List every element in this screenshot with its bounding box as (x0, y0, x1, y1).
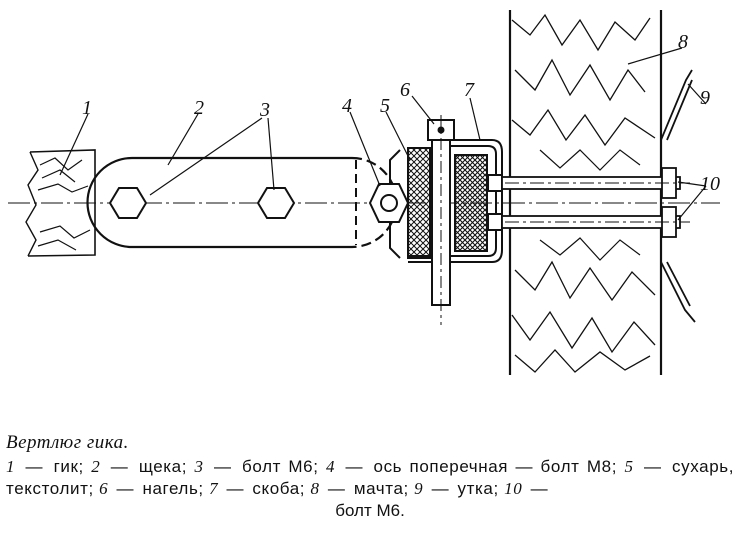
callout-5: 5 (380, 95, 390, 117)
figure-caption: Вертлюг гика. 1 — гик; 2 — щека; 3 — бол… (6, 432, 734, 522)
callout-3: 3 (259, 99, 270, 121)
legend-number: 5 (624, 457, 634, 476)
legend-text: мачта; (353, 479, 409, 498)
legend-number: 8 (310, 479, 320, 498)
legend-number: 3 (194, 457, 204, 476)
legend-number: 7 (209, 479, 219, 498)
textolite-block (407, 147, 488, 259)
boom-swivel-drawing: 1 2 3 4 5 6 7 8 9 10 (8, 10, 720, 375)
callout-6: 6 (400, 79, 410, 101)
legend-number: 9 (414, 479, 424, 498)
leader-lines (59, 47, 707, 221)
callout-10: 10 (700, 173, 720, 195)
caption-legend-last: болт М6. (6, 500, 734, 522)
bolt-m6-right (256, 187, 296, 219)
caption-title: Вертлюг гика. (6, 432, 129, 453)
legend-text: ось поперечная — болт М8; (373, 457, 618, 476)
mast (508, 10, 663, 375)
legend-text: болт М6. (335, 501, 405, 520)
legend-text: утка; (457, 479, 499, 498)
caption-legend: 1 — гик; 2 — щека; 3 — болт М6; 4 — ось … (6, 457, 735, 498)
belaying-pin (427, 115, 455, 325)
callout-1: 1 (82, 97, 92, 119)
callout-2: 2 (194, 97, 204, 119)
legend-number: 2 (91, 457, 101, 476)
bolt-m6-left (108, 187, 148, 219)
through-bolt-m6-upper (501, 167, 690, 199)
legend-text: болт М6; (242, 457, 319, 476)
callout-4: 4 (342, 95, 352, 117)
through-bolt-m6-lower (501, 206, 690, 238)
legend-number: 6 (99, 479, 109, 498)
legend-number: 1 (6, 457, 16, 476)
cleat (660, 69, 696, 323)
cross-axle-bolt-m8 (368, 183, 410, 223)
legend-text: щека; (138, 457, 188, 476)
legend-text: сухарь, текстолит; (6, 457, 735, 498)
legend-number: 4 (325, 457, 336, 476)
legend-text: скоба; (252, 479, 306, 498)
legend-text: нагель; (142, 479, 204, 498)
callout-7: 7 (464, 79, 475, 101)
legend-number: 10 (504, 479, 523, 498)
bracket (408, 139, 503, 263)
callout-9: 9 (700, 87, 710, 109)
legend-text: гик; (53, 457, 84, 476)
callout-8: 8 (678, 31, 688, 53)
